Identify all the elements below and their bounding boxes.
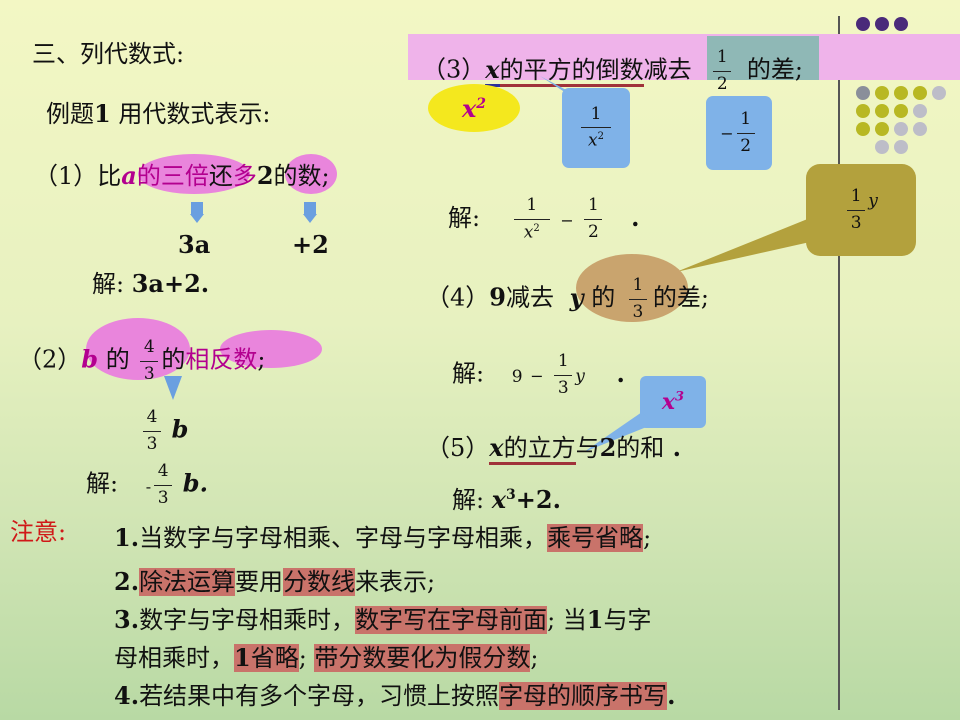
decor-dots (856, 16, 960, 35)
note-3-line2: 母相乘时，1省略; 带分数要化为假分数; (114, 643, 539, 672)
note-3: 3.数字与字母相乘时，数字写在字母前面; 当1与字 (114, 605, 652, 634)
q3-header-bg (408, 34, 960, 80)
decor-dots-grid (856, 86, 956, 158)
q5-bubble-pointer (584, 412, 654, 452)
note-2: 2.除法运算要用分数线来表示; (114, 567, 436, 596)
q1-text: （1）比a的三倍还多2的数; (34, 161, 330, 190)
q5-text: （5）x的立方与2的和 . (426, 433, 681, 465)
q4-bubble-pointer (676, 218, 810, 272)
q5-solution: 解: x3+2. (452, 485, 561, 514)
q1-solution: 解: 3a+2. (92, 269, 210, 298)
q2-highlight-opp (220, 330, 322, 368)
q1-highlight-2 (285, 154, 337, 194)
q1-ans-3a: 3a (178, 230, 211, 259)
q2-arrow (164, 376, 182, 400)
notes-label: 注意: (10, 518, 67, 546)
q4-highlight (576, 254, 688, 322)
decor-vertical-line-2 (838, 255, 840, 710)
note-1: 1.当数字与字母相乘、字母与字母相乘，乘号省略; (114, 523, 652, 552)
q1-arrow-1 (190, 202, 204, 223)
q1-ans-plus2: +2 (292, 230, 329, 259)
q1-highlight-a (138, 154, 250, 194)
note-4: 4.若结果中有多个字母，习惯上按照字母的顺序书写. (114, 681, 676, 710)
q3-subtract-highlight (707, 36, 819, 80)
q2-highlight-b (86, 318, 190, 380)
q5-bubble: x3 (640, 376, 706, 428)
example-title: 例题1 用代数式表示: (46, 99, 271, 128)
q3-bubble-x2: x2 (428, 84, 520, 132)
decor-vertical-line (838, 16, 840, 176)
section-title: 三、列代数式: (32, 40, 185, 68)
q1-arrow-2 (303, 202, 317, 223)
